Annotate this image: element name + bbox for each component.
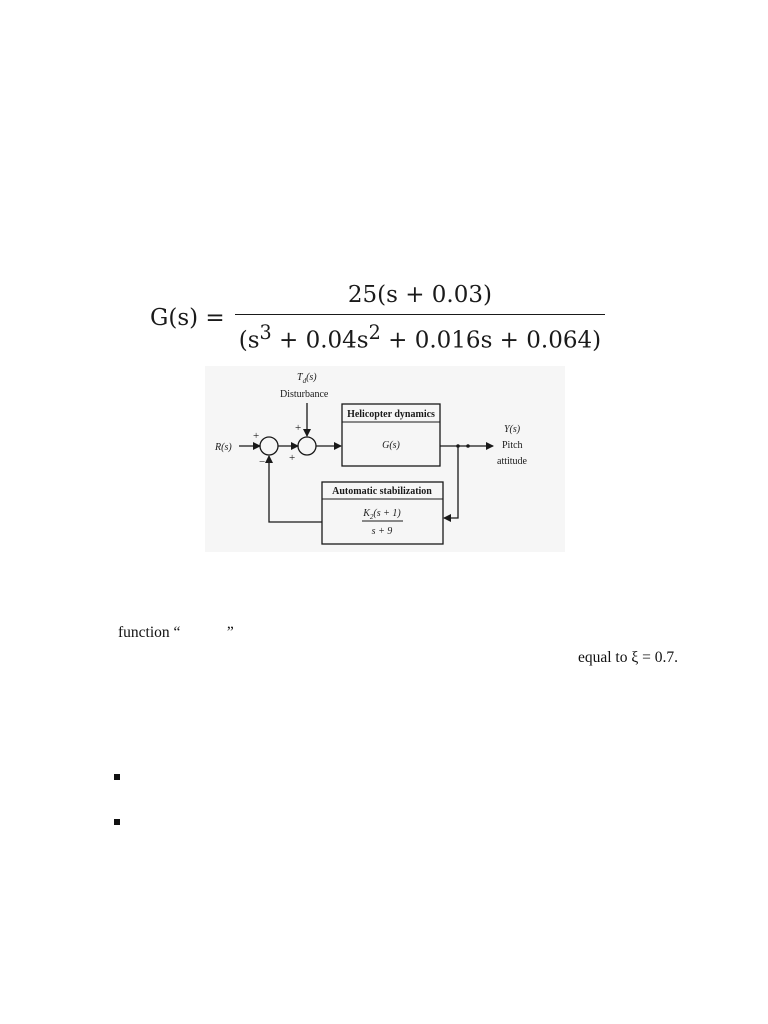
transfer-function-equation: G(s) = 25(s + 0.03) (s3 + 0.04s2 + 0.016… [150, 282, 606, 354]
equation-numerator: 25(s + 0.03) [347, 282, 492, 308]
sum1-top-sign: + [253, 430, 259, 442]
sum2-bottom-sign: + [289, 452, 295, 464]
disturbance-label: Disturbance [280, 389, 329, 400]
feedback-denominator: s + 9 [372, 526, 393, 537]
text-line-damping: equal to ξ = 0.7. [577, 649, 678, 666]
sum2-top-sign: + [295, 422, 301, 434]
feedback-down-arrow [443, 446, 459, 522]
feedback-block [321, 481, 444, 545]
text-line-function: function “ ” [118, 624, 234, 641]
disturbance-symbol: Td(s) [297, 372, 317, 385]
den-part-1: (s [238, 327, 260, 354]
den-part-2: + 0.04s [271, 327, 369, 354]
feedback-numerator: K2(s + 1) [362, 508, 401, 521]
summing-junction-1 [259, 436, 279, 456]
den-part-3: + 0.016s + 0.064) [380, 327, 602, 354]
plant-block [341, 403, 441, 467]
summing-junction-2 [297, 436, 317, 456]
output-symbol: Y(s) [504, 424, 521, 435]
takeoff-point-1 [466, 444, 470, 448]
equation-fraction: 25(s + 0.03) (s3 + 0.04s2 + 0.016s + 0.0… [234, 282, 606, 354]
bullet-marker-1 [114, 774, 120, 780]
output-label-2: attitude [497, 456, 528, 467]
den-exp-2: 2 [368, 321, 381, 344]
bullet-marker-2 [114, 819, 120, 825]
plant-title: Helicopter dynamics [347, 409, 435, 420]
plant-tf: G(s) [382, 440, 400, 451]
output-label-1: Pitch [502, 440, 523, 451]
sum1-bottom-sign: − [259, 456, 265, 468]
fraction-bar [234, 314, 606, 315]
equation-denominator: (s3 + 0.04s2 + 0.016s + 0.064) [235, 315, 605, 354]
feedback-title: Automatic stabilization [332, 486, 432, 497]
feedback-return-arrow [265, 455, 322, 523]
block-diagram-svg: Td(s) Disturbance R(s) + − + + Helicopte… [214, 372, 528, 545]
block-diagram: Td(s) Disturbance R(s) + − + + Helicopte… [205, 366, 565, 552]
equation-lhs: G(s) = [150, 304, 225, 331]
input-label: R(s) [214, 442, 232, 453]
den-exp-3: 3 [259, 321, 272, 344]
